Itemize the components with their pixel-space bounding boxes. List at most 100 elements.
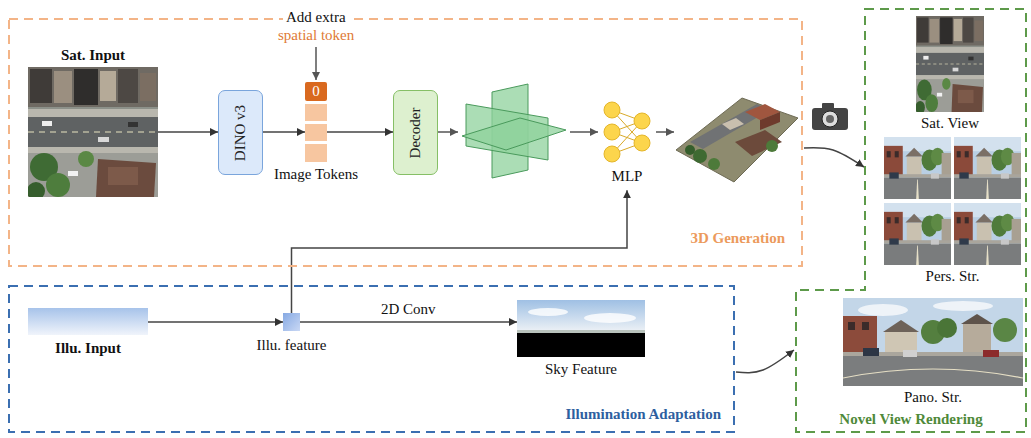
connector-arrow [736,350,794,373]
mlp-icon [604,124,620,140]
mlp-icon [634,113,650,129]
edge-label: 2D Conv [378,301,439,318]
sky-feature-image [584,313,636,323]
connector-arrow [148,321,283,323]
perspective-street-images [954,203,1021,265]
panorama-street-image [843,298,1023,386]
3d-scene-render [760,112,780,130]
connector-arrow [158,131,218,133]
3d-scene-render [685,145,695,155]
mlp-icon [634,135,650,151]
illumination-feature-square [283,313,300,331]
mlp-icon [604,102,620,118]
region-novel-view: Novel View Rendering Sat. ViewPers. Str. P… [795,8,1027,433]
region-illumination: Illumination AdaptationIllu. InputIllu. … [8,285,735,433]
illumination-input-bar [28,308,148,335]
node-caption: Sky Feature [545,361,617,378]
encoder-box: DINO v3 [218,90,263,175]
3d-scene-render [693,149,707,163]
illumination-feature: Illu. feature [283,313,300,331]
mlp-node: MLP [600,98,654,164]
annotation-label: Add extra [283,9,349,26]
satellite-input-image [27,67,158,200]
node-caption: Sat. Input [61,47,125,64]
camera-icon [826,115,834,123]
perspective-street-grid: Pers. Str. [884,137,1021,265]
node-caption: Pers. Str. [926,268,980,285]
region-title: 3D Generation [690,230,785,247]
box-label: Decoder [407,107,424,158]
panorama-street-image [843,298,1023,386]
3d-scene-render [676,98,798,182]
sky-feature-image [517,333,645,357]
satellite-view-image [915,16,984,114]
box-label: DINO v3 [232,104,249,160]
node-caption: Illu. feature [257,337,327,354]
camera-icon [812,108,848,130]
mlp-icon [604,102,650,162]
node-caption: Image Tokens [274,166,358,183]
flow-arrow [570,131,598,133]
sky-feature: Sky Feature [517,300,645,357]
3d-scene-render [722,118,744,130]
connector-arrow [300,321,517,323]
triplane-icon [462,84,566,178]
flow-arrow [438,131,458,133]
camera-icon [822,111,838,127]
mlp-icon [604,102,650,162]
node-caption: Sat. View [921,115,979,132]
dashed-border [796,9,1026,432]
region-title: Novel View Rendering [839,411,982,428]
illumination-input: Illu. Input [28,308,148,335]
3d-scene-render [708,158,720,170]
perspective-street-images [954,137,1021,199]
mlp-icon [604,146,620,162]
region-3d-generation: 3D GenerationSat. InputDINO v3Image Toke… [8,18,803,267]
connector-arrow [263,131,305,133]
3d-scene-render [735,130,782,156]
sky-feature-image [517,330,645,333]
3d-scene-render [766,140,778,152]
flow-arrow [316,47,674,132]
sky-feature-image [517,300,645,357]
perspective-street-images [884,137,1021,265]
camera-icon [812,103,848,130]
connector-arrow [327,131,393,133]
flow-arrow [315,47,317,80]
region-title: Illumination Adaptation [566,406,721,423]
dashed-border [9,19,802,266]
box-label: 0 [305,83,327,100]
node-caption: MLP [612,168,643,185]
illumination-feature-square [283,313,300,331]
node-caption: Pano. Str. [904,389,962,406]
illumination-input-bar [28,308,148,335]
region-outline [795,8,1027,433]
node-caption: Illu. Input [55,340,121,357]
token-stack: Image Tokens0 [305,82,327,162]
connector-arrow [292,190,628,313]
connector-arrow [804,148,864,167]
triplane-icon [462,118,566,150]
satellite-view: Sat. View [916,16,984,112]
satellite-input: Sat. Input [28,67,158,197]
token-stack-tokens [305,144,327,162]
decoder-box: Decoder [393,90,438,175]
sky-feature-image [528,308,568,316]
perspective-street-images [884,137,951,199]
sky-feature-image [517,300,645,332]
token-stack-tokens [305,124,327,141]
token-stack-tokens [305,104,327,162]
perspective-street-images [884,203,951,265]
3d-scene-render [676,98,798,182]
flow-arrow [656,131,674,133]
satellite-view-image [915,16,984,114]
annotation-label: spatial token [275,27,357,44]
panorama-street: Pano. Str. [843,298,1023,386]
spatial-token: 0 [305,82,327,101]
token-stack-tokens [305,104,327,121]
dashed-border [9,286,734,432]
satellite-input-image [27,67,158,200]
